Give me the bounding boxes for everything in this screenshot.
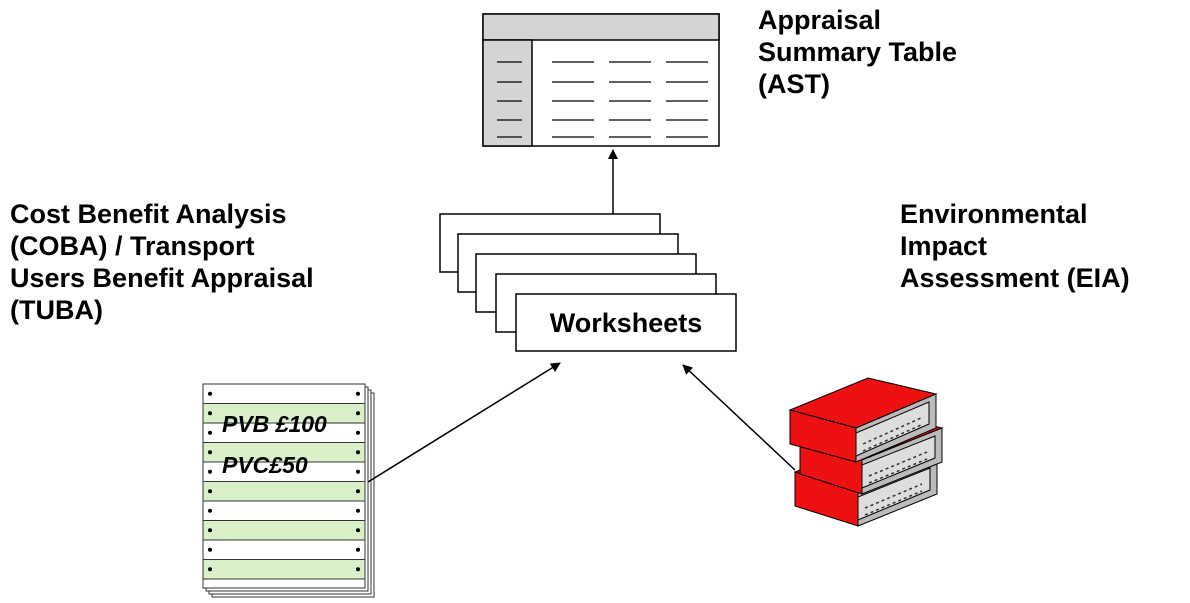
feed-hole	[356, 547, 360, 552]
printout-band	[202, 559, 366, 580]
feed-hole	[356, 567, 360, 572]
coba-tuba-label: Cost Benefit Analysis (COBA) / Transport…	[10, 198, 314, 326]
ast-label-line: (AST)	[758, 69, 830, 99]
coba-label-line: Users Benefit Appraisal	[10, 263, 314, 293]
worksheets-stack	[439, 213, 737, 352]
books-stack-icon	[788, 377, 944, 527]
feed-hole	[208, 430, 212, 435]
coba-label-line: (TUBA)	[10, 295, 103, 325]
coba-label-line: (COBA) / Transport	[10, 231, 255, 261]
printout-band	[202, 383, 366, 404]
feed-hole	[356, 528, 360, 533]
printout-band	[202, 539, 366, 560]
book	[788, 377, 938, 463]
feed-hole	[208, 528, 212, 533]
ast-label-line: Summary Table	[758, 37, 958, 67]
worksheets-label: Worksheets	[550, 308, 703, 338]
printout-band	[202, 481, 366, 502]
coba-label-line: Cost Benefit Analysis	[10, 199, 287, 229]
feed-hole	[208, 489, 212, 494]
pvc-value: PVC£50	[222, 452, 308, 478]
feed-hole	[356, 430, 360, 435]
feed-hole	[356, 450, 360, 455]
eia-label-line: Environmental	[900, 199, 1088, 229]
worksheet-front-sheet	[515, 293, 737, 352]
ast-label-line: Appraisal	[758, 5, 882, 35]
pvb-value: PVB £100	[222, 411, 327, 437]
feed-hole	[356, 508, 360, 513]
feed-hole	[208, 450, 212, 455]
printout-band	[202, 520, 366, 541]
eia-label-line: Impact	[900, 231, 988, 261]
printout-paper	[202, 383, 366, 580]
feed-hole	[208, 411, 212, 416]
feed-hole	[208, 508, 212, 513]
eia-label-line: Assessment (EIA)	[900, 263, 1130, 293]
ast-label: Appraisal Summary Table (AST)	[758, 4, 957, 100]
feed-hole	[208, 391, 212, 396]
printout-band	[202, 500, 366, 521]
feed-hole	[356, 469, 360, 474]
feed-hole	[208, 547, 212, 552]
eia-label: Environmental Impact Assessment (EIA)	[900, 198, 1130, 294]
arrow-coba-to-worksheets	[367, 362, 561, 483]
feed-hole	[356, 391, 360, 396]
arrow-eia-to-worksheets	[682, 364, 796, 471]
feed-hole	[208, 469, 212, 474]
feed-hole	[356, 489, 360, 494]
summary-table-icon	[482, 13, 720, 147]
printout-stack-icon: PVB £100 PVC£50	[202, 383, 375, 598]
feed-hole	[356, 411, 360, 416]
feed-hole	[208, 567, 212, 572]
